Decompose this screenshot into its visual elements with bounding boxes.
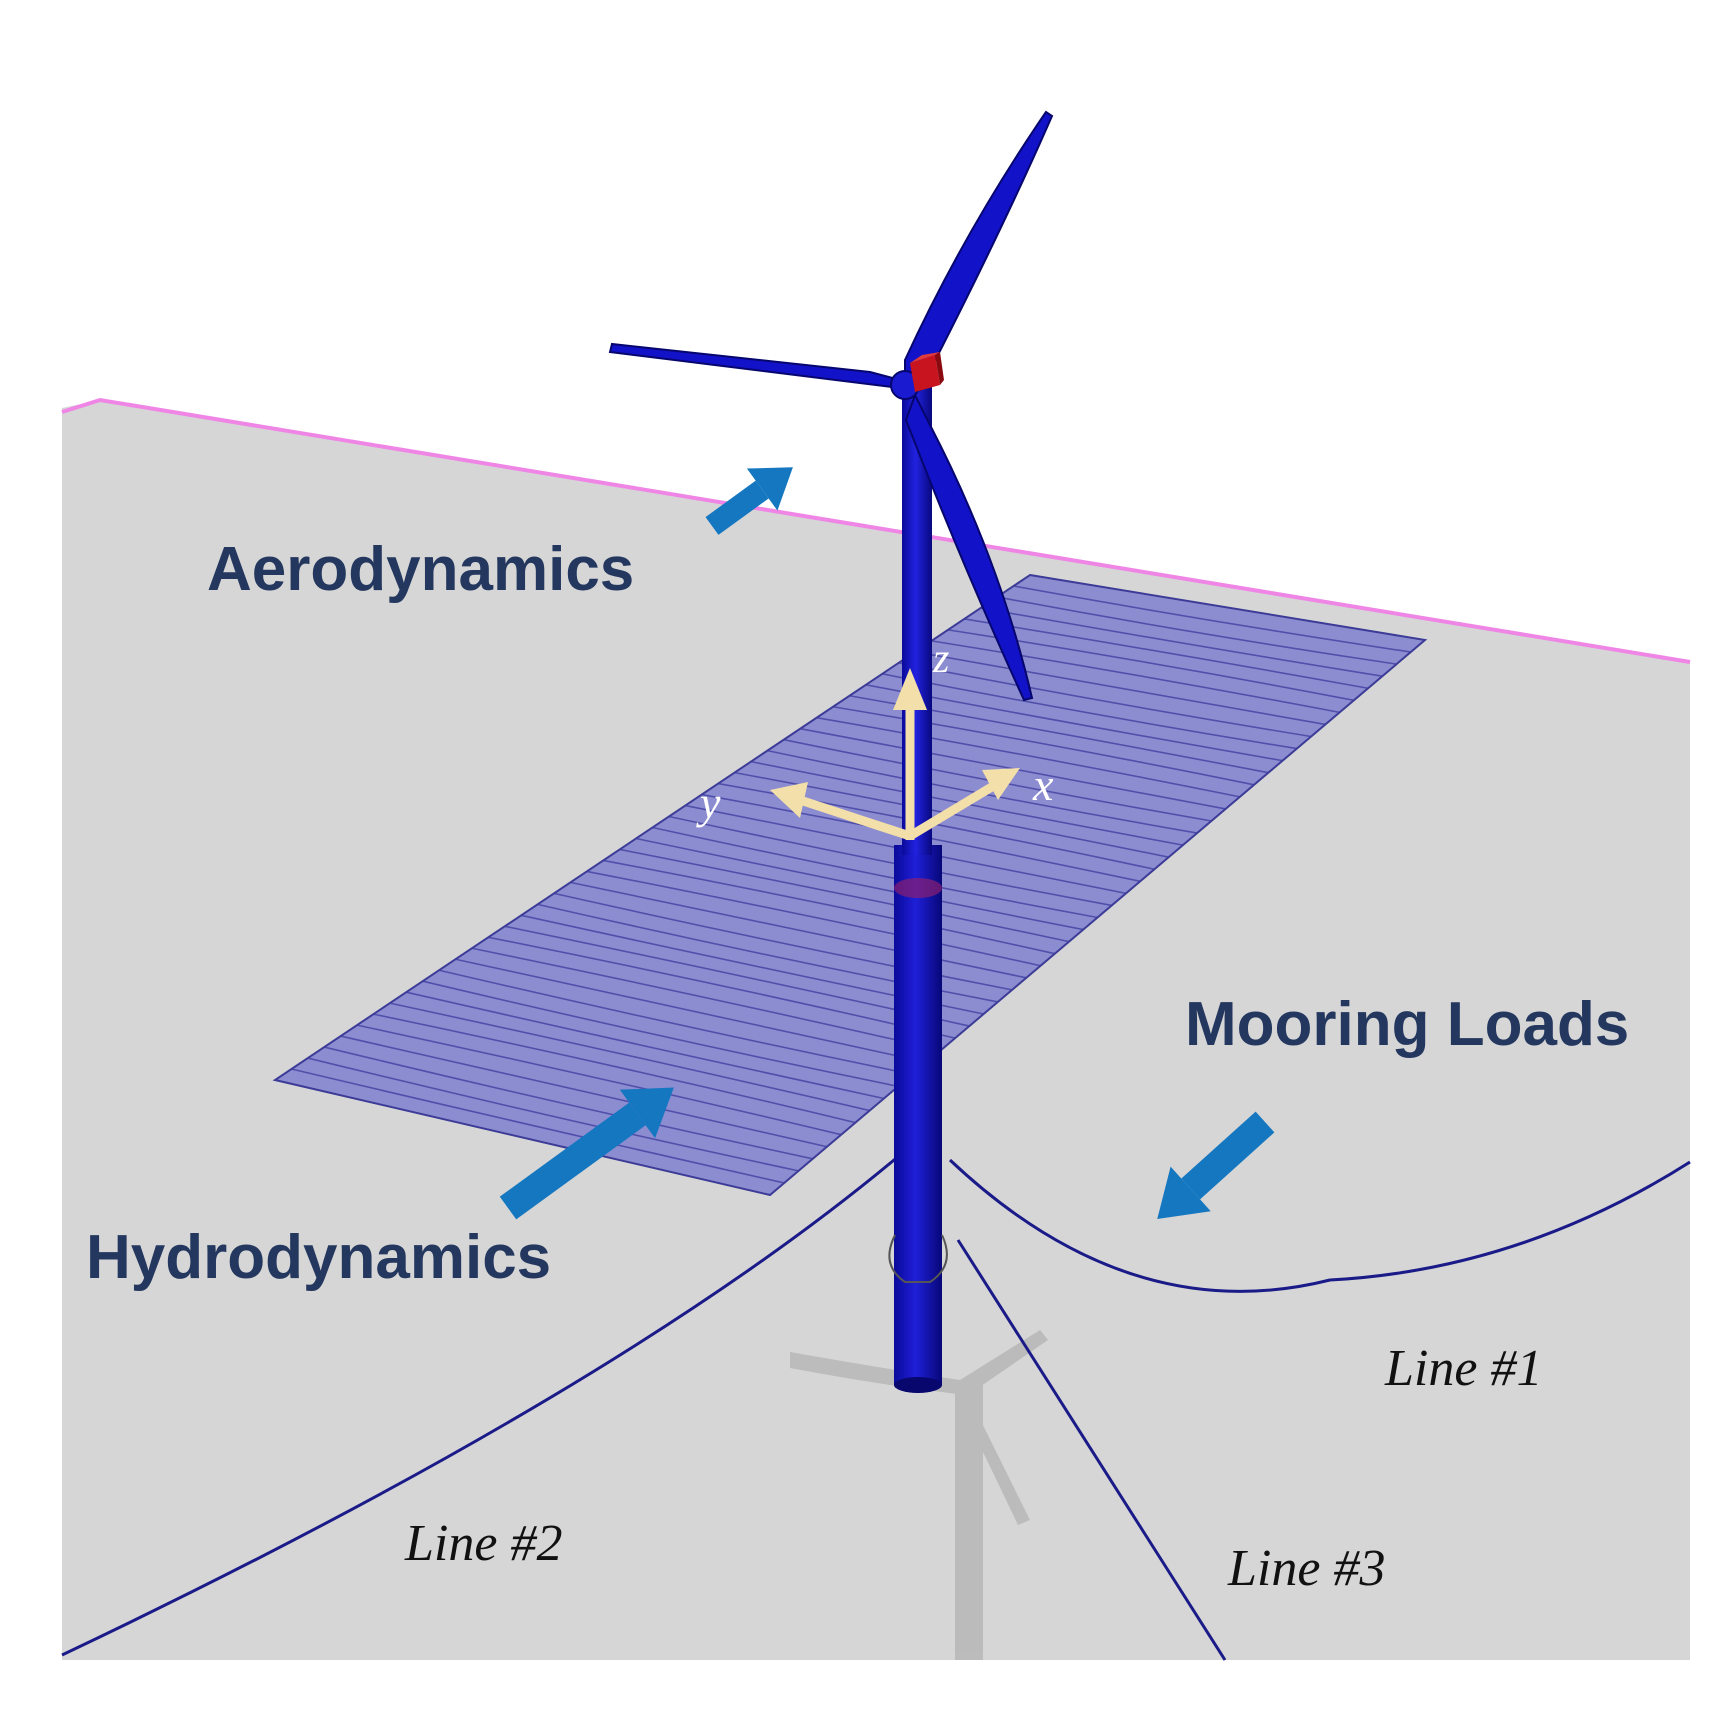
- y-axis-arrow: [798, 795, 912, 841]
- wave-stripe: [964, 618, 1369, 690]
- z-axis-arrowhead: [893, 668, 927, 710]
- wave-stripe: [1013, 585, 1411, 653]
- wave-stripe: [471, 947, 942, 1051]
- line-3-label: Line #3: [1227, 1540, 1385, 1597]
- mooring-loads-arrow: [1157, 1111, 1275, 1220]
- wave-stripe: [652, 826, 1098, 919]
- wave-stripe: [455, 958, 927, 1064]
- mooring-line-3: [956, 1239, 1227, 1661]
- wave-stripe: [898, 662, 1312, 738]
- wave-stripe: [635, 837, 1084, 931]
- mooring-line-1: [948, 1158, 1691, 1293]
- hydrodynamics-label: Hydrodynamics: [86, 1223, 551, 1292]
- rotor-blade-upper: [904, 110, 1054, 392]
- wave-stripe: [340, 1035, 828, 1148]
- rotor-blade-left: [608, 342, 901, 390]
- axis-label-z: z: [932, 636, 949, 682]
- x-axis-arrowhead: [982, 768, 1020, 800]
- wave-stripe: [586, 870, 1041, 967]
- mooring-loads-label: Mooring Loads: [1185, 990, 1629, 1059]
- wave-stripe: [997, 596, 1397, 665]
- mooring-line-2: [61, 1153, 901, 1657]
- wave-stripe: [619, 848, 1070, 943]
- nacelle: [910, 352, 944, 392]
- wave-stripe: [668, 815, 1112, 907]
- wave-stripe: [914, 651, 1326, 726]
- wave-stripe: [980, 607, 1383, 677]
- wave-stripe: [832, 705, 1255, 786]
- x-axis-arrow: [907, 781, 998, 840]
- hydrodynamics-arrow: [499, 1087, 674, 1220]
- rotor-blade-lower: [904, 392, 1034, 702]
- wave-stripe: [570, 881, 1027, 979]
- callout-arrows: [499, 467, 1275, 1220]
- wave-stripe: [882, 673, 1297, 750]
- axis-label-y: y: [696, 777, 721, 828]
- wave-stripe: [931, 640, 1340, 714]
- rotor: [608, 110, 1054, 702]
- wave-stripe: [389, 1002, 870, 1112]
- wave-stripe: [816, 716, 1241, 798]
- line-2-label: Line #2: [404, 1515, 562, 1572]
- wave-stripe: [603, 859, 1055, 955]
- aerodynamics-label: Aerodynamics: [207, 535, 634, 604]
- axis-label-x: x: [1032, 759, 1054, 810]
- wave-stripe: [356, 1024, 842, 1136]
- aerodynamics-arrow: [705, 467, 793, 535]
- seabed-edge-line: [61, 397, 1691, 664]
- spar-buoy: [888, 845, 948, 1393]
- wave-stripe: [307, 1057, 799, 1172]
- wave-stripe: [291, 1068, 785, 1184]
- wave-stripe: [488, 936, 956, 1039]
- wave-stripe: [406, 991, 885, 1100]
- line-1-label: Line #1: [1384, 1340, 1542, 1397]
- wave-stripe: [324, 1046, 813, 1160]
- wave-stripe: [373, 1013, 856, 1124]
- wave-stripe: [553, 892, 1013, 991]
- y-axis-arrowhead: [770, 782, 808, 818]
- wave-stripe: [422, 980, 899, 1088]
- coordinate-axes: z x y: [696, 636, 1054, 841]
- wave-stripe: [438, 969, 913, 1076]
